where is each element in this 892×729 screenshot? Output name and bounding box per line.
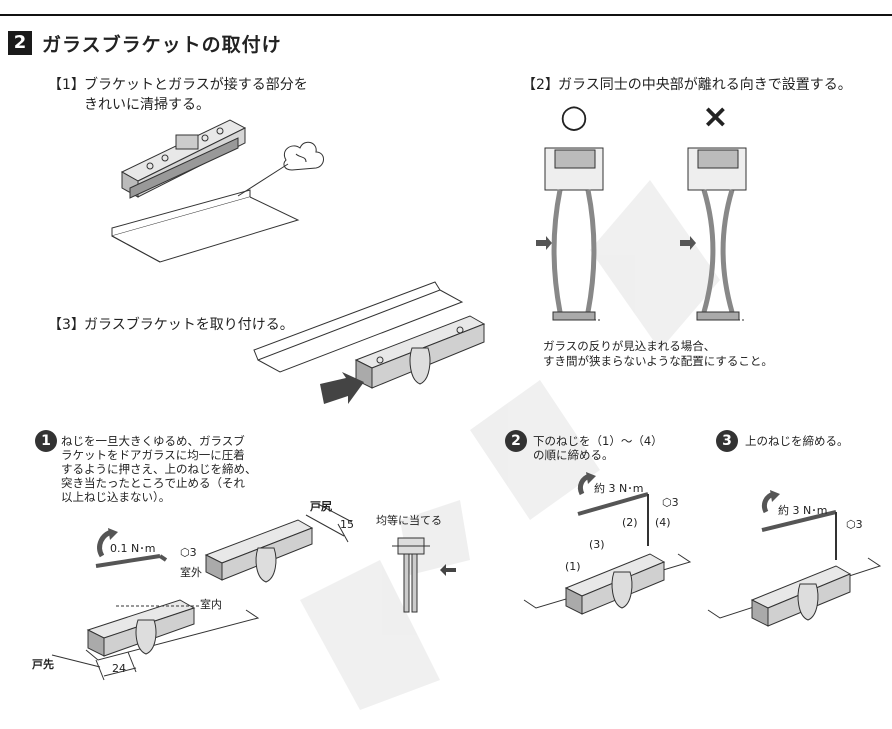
even-contact-detail [392, 537, 456, 613]
sub1-illustration [51, 503, 353, 681]
sub3-illustration [707, 490, 882, 627]
sub2-number: 2 [505, 430, 527, 452]
sub2-label-4: (4) [655, 516, 671, 529]
bracket-step3 [354, 315, 486, 389]
sub1-dim-24: 24 [112, 662, 126, 675]
bracket-step1 [120, 119, 247, 199]
sub3-text: 上のねじを締める。 [745, 434, 849, 448]
sub1-outdoor: 室外 [180, 566, 202, 579]
sub1-line3: するように押さえ、上のねじを締め、 [61, 462, 257, 476]
sub2-line1: 下のねじを（1）～（4） [533, 434, 663, 448]
sub1-indoor: 室内 [200, 598, 222, 611]
sub3-torque: 約 3 N･m [778, 504, 828, 517]
step1-line2: きれいに清掃する。 [84, 97, 210, 113]
step3-label: 【3】 [48, 317, 85, 333]
ok-mark: ○ [560, 97, 588, 135]
sub1-door-end: 戸尻 [310, 500, 332, 513]
ng-mark: × [702, 97, 729, 135]
step2-text: ガラス同士の中央部が離れる向きで設置する。 [558, 77, 852, 93]
step2-label: 【2】 [522, 77, 559, 93]
watermark [300, 180, 720, 710]
section-title: ガラスブラケットの取付け [42, 34, 282, 56]
step3-illustration [253, 281, 486, 404]
top-rule [0, 14, 892, 16]
bracket-sub3 [750, 565, 852, 627]
sub1-line2: ラケットをドアガラスに均一に圧着 [61, 448, 245, 462]
sub1-hex: ⬡3 [180, 546, 197, 559]
sub1-number: 1 [35, 430, 57, 452]
step2-note-line1: ガラスの反りが見込まれる場合、 [543, 339, 716, 353]
even-contact-label: 均等に当てる [376, 514, 442, 527]
sub1-line1: ねじを一旦大きくゆるめ、ガラスブ [61, 434, 245, 448]
sub2-line2: の順に締める。 [533, 448, 614, 462]
bracket-sub2 [564, 553, 666, 615]
sub2-illustration [523, 472, 692, 615]
step2-note-line2: すき間が狭まらないような配置にすること。 [543, 354, 773, 368]
bracket-sub1-front [86, 599, 196, 657]
sub1-line4: 突き当たったところで止める（それ [61, 476, 245, 490]
cleaning-cloth-icon [237, 141, 324, 197]
sub2-hex: ⬡3 [662, 496, 679, 509]
step2-ng-illustration [680, 147, 747, 321]
step2-ok-illustration [536, 147, 604, 321]
sub3-hex: ⬡3 [846, 518, 863, 531]
sub2-label-1: (1) [565, 560, 581, 573]
step1-line1: ブラケットとガラスが接する部分を [84, 77, 308, 93]
sub1-door-tip: 戸先 [32, 658, 54, 671]
sub1-dim-15: 15 [340, 518, 354, 531]
bracket-sub1-back [204, 519, 314, 583]
sub3-number: 3 [716, 430, 738, 452]
sub1-torque: 0.1 N･m [110, 542, 156, 555]
step1-illustration [111, 119, 324, 263]
insert-arrow-icon [320, 372, 364, 404]
step1-label: 【1】 [48, 77, 85, 93]
sub1-line5: 以上ねじ込まない）。 [61, 490, 171, 504]
section-number-badge: 2 [8, 31, 32, 55]
sub2-label-2: (2) [622, 516, 638, 529]
sub2-label-3: (3) [589, 538, 605, 551]
step3-text: ガラスブラケットを取り付ける。 [84, 317, 294, 333]
sub2-torque: 約 3 N･m [594, 482, 644, 495]
